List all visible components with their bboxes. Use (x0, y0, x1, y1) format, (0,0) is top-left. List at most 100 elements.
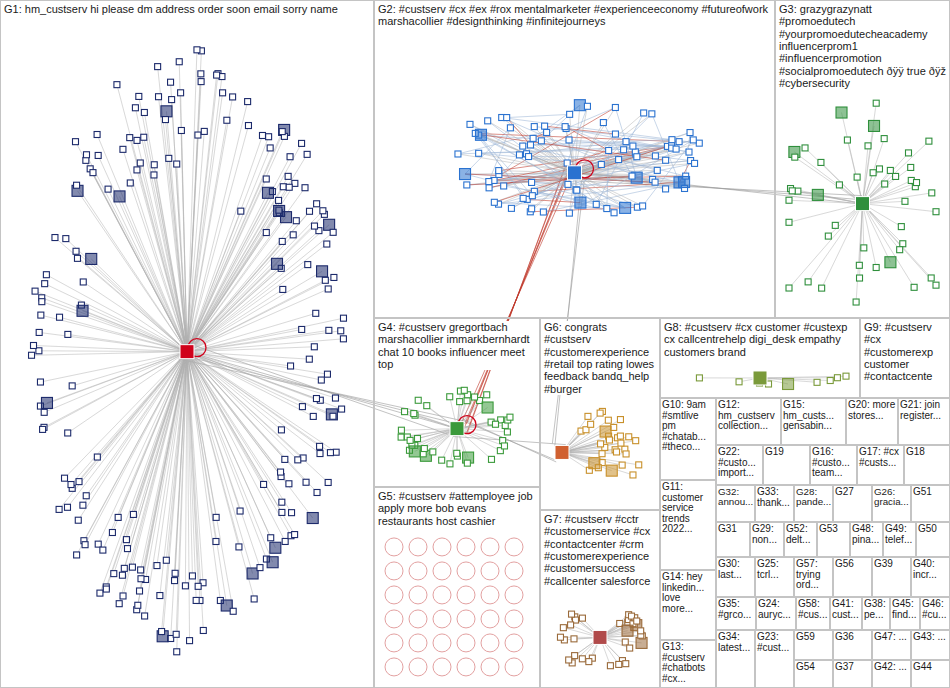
network-edge (187, 352, 328, 483)
network-edge (175, 352, 187, 581)
small-group-panel: G36 (833, 630, 872, 660)
small-group-panel: G28: pande... (794, 485, 833, 522)
small-group-panel: G59 (794, 630, 833, 660)
vertex-icon (676, 139, 682, 145)
group-label: G38: pe... (864, 599, 888, 620)
group-label: G29: non... (752, 524, 782, 545)
vertex-icon (454, 450, 460, 456)
network-edge (562, 452, 633, 475)
vertex-icon (94, 454, 100, 460)
vertex-icon (141, 109, 147, 115)
vertex-icon (37, 379, 43, 385)
vertex-icon (885, 257, 896, 268)
vertex-icon (62, 475, 68, 481)
network-edge (457, 417, 510, 428)
vertex-icon (307, 513, 318, 524)
group-label: G42: ... (874, 662, 909, 673)
vertex-icon (303, 479, 309, 485)
network-edge (822, 204, 863, 289)
vertex-icon (261, 481, 267, 487)
small-group-panel: G13: #custserv #chatbots #cx... (660, 640, 716, 688)
vertex-icon (333, 449, 339, 455)
vertex-icon (213, 514, 219, 520)
group-label: G24: auryc... (758, 599, 794, 620)
vertex-icon (933, 209, 939, 215)
vertex-circle (433, 538, 451, 556)
vertex-icon (579, 656, 585, 662)
vertex-icon (464, 398, 470, 404)
vertex-icon (324, 219, 335, 230)
network-edge (565, 127, 637, 157)
small-group-panel: G26: gracia... (872, 485, 911, 522)
vertex-icon (472, 394, 478, 400)
network-edge (187, 352, 342, 409)
group-label: G9: #custserv #cx #customerexp customer … (864, 321, 946, 383)
group-label: G32: annou... (718, 487, 753, 507)
small-group-panel: G42: ... (872, 660, 911, 688)
group-label: G18 (906, 447, 948, 458)
vertex-circle (457, 562, 475, 580)
small-group-panel: G48: pina... (850, 522, 883, 557)
vertex-icon (86, 253, 97, 264)
vertex-icon (65, 430, 71, 436)
small-group-panel: G44 (911, 660, 950, 688)
vertex-icon (289, 510, 295, 516)
group-label: G13: #custserv #chatbots #cx... (662, 642, 714, 684)
vertex-circle (385, 658, 403, 676)
vertex-icon (245, 99, 251, 105)
vertex-icon (914, 180, 920, 186)
vertex-icon (285, 173, 291, 179)
vertex-icon (870, 170, 876, 176)
vertex-icon (669, 137, 675, 143)
vertex-icon (736, 379, 742, 385)
vertex-icon (818, 159, 824, 165)
vertex-icon (598, 161, 604, 167)
vertex-icon (557, 634, 563, 640)
network-edge (83, 311, 187, 352)
vertex-icon (74, 182, 80, 188)
vertex-icon (844, 137, 850, 143)
vertex-circle (457, 658, 475, 676)
network-edge (77, 352, 187, 555)
vertex-icon (626, 434, 632, 440)
vertex-icon (461, 387, 467, 393)
network-edge (187, 352, 316, 399)
group-panel: G6: congrats #custserv #customerexperien… (540, 318, 660, 510)
network-edge (187, 352, 281, 430)
vertex-circle (505, 586, 523, 604)
vertex-icon (172, 570, 178, 576)
vertex-icon (566, 657, 572, 663)
network-edge (187, 211, 279, 352)
vertex-icon (439, 457, 445, 463)
vertex-icon (64, 504, 70, 510)
vertex-icon (560, 625, 566, 631)
vertex-icon (597, 410, 603, 416)
vertex-circle (433, 562, 451, 580)
network-edge (144, 112, 187, 351)
vertex-icon (119, 572, 125, 578)
network-edge (100, 352, 187, 593)
network-edge (575, 173, 666, 189)
group-label: G45: find... (892, 599, 918, 620)
vertex-circle (409, 562, 427, 580)
vertex-icon (485, 118, 491, 124)
vertex-icon (338, 328, 344, 334)
vertex-icon (313, 396, 319, 402)
vertex-icon (68, 482, 74, 488)
vertex-icon (630, 143, 636, 149)
vertex-icon (176, 59, 182, 65)
network-edge (119, 352, 187, 604)
network-edge (45, 284, 187, 352)
small-group-panel: G32: annou... (716, 485, 755, 522)
network-edge (567, 106, 587, 163)
vertex-icon (187, 638, 193, 644)
network-edge (130, 183, 187, 352)
vertex-icon (74, 255, 80, 261)
network-vertices (29, 47, 939, 676)
network-edge (863, 153, 909, 204)
vertex-icon (805, 279, 811, 285)
group-label: G40: incr... (913, 559, 948, 580)
vertex-icon (279, 124, 290, 135)
network-edge (187, 192, 272, 352)
network-edge (569, 140, 667, 146)
